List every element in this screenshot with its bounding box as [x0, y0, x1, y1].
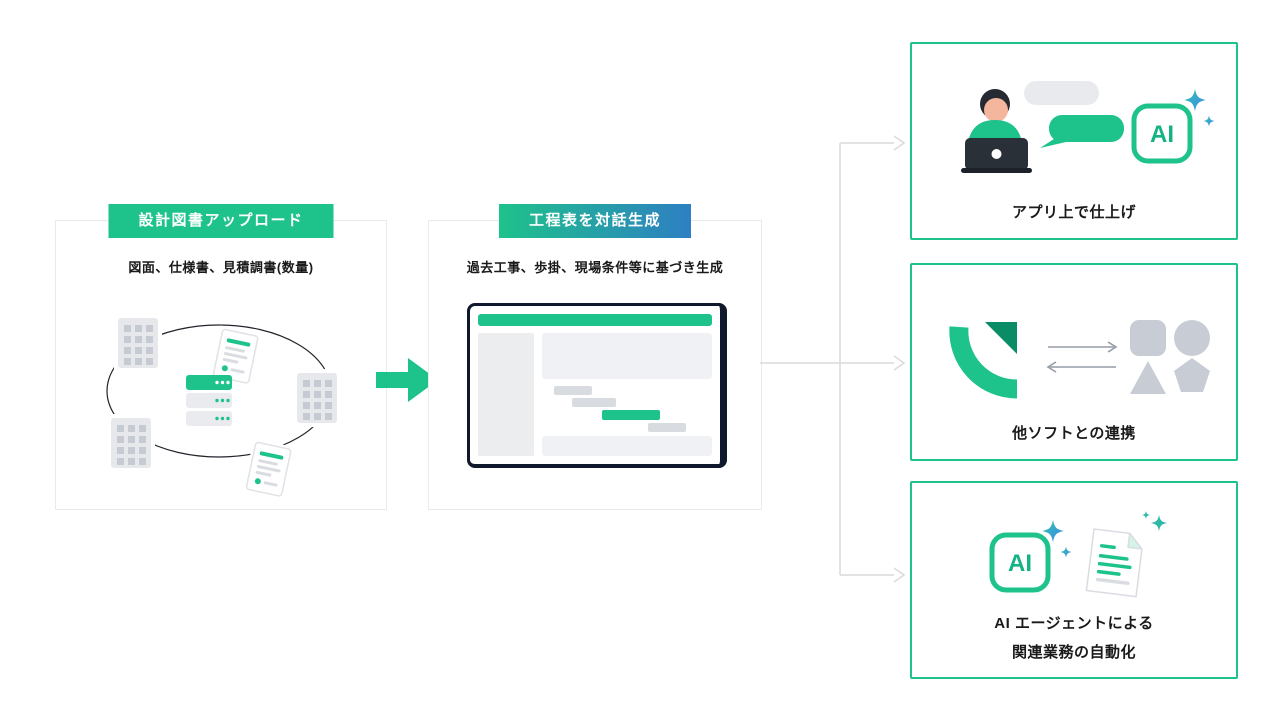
ai-badge-icon: AI [989, 532, 1051, 593]
schedule-panel: 工程表を対話生成 過去工事、歩掛、現場条件等に基づき生成 [428, 204, 762, 510]
document-icon [241, 437, 296, 501]
ai-badge-text: AI [1008, 550, 1032, 577]
gantt-window-illustration [467, 303, 727, 468]
automation-label-line2: 関連業務の自動化 [1011, 643, 1136, 661]
gantt-sidebar [478, 333, 534, 456]
connector-arrowhead-icon [893, 135, 906, 151]
gantt-row-band [542, 436, 712, 456]
integration-box: 他ソフトとの連携 [910, 263, 1238, 461]
sparkle-icon [1151, 515, 1167, 531]
app-logo-icon [949, 322, 1018, 399]
gantt-bar [572, 398, 616, 407]
connector-arrowhead-icon [893, 355, 906, 371]
automation-box: AI AI エージェントによる 関連業務の自動化 [910, 481, 1238, 679]
upload-panel: 設計図書アップロード 図面、仕様書、見積調書(数量) [55, 204, 387, 510]
automation-label: AI エージェントによる 関連業務の自動化 [912, 610, 1236, 667]
schedule-panel-title: 工程表を対話生成 [498, 204, 692, 238]
sparkle-icon [1060, 546, 1072, 558]
chat-bubble-gray-icon [1024, 81, 1099, 105]
integration-label: 他ソフトとの連携 [1012, 425, 1136, 442]
sync-arrows-icon [1046, 341, 1118, 373]
person-chat-ai-illustration: AI [961, 81, 1215, 173]
building-icon [293, 369, 341, 427]
flow-arrow-icon [376, 358, 438, 402]
sparkle-icon [1142, 511, 1150, 519]
building-icon [114, 314, 162, 372]
automation-label-line1: AI エージェントによる [994, 615, 1154, 632]
document-icon [1085, 528, 1143, 598]
finish-in-app-label: アプリ上で仕上げ [1011, 204, 1136, 221]
gantt-bar-active [602, 410, 660, 420]
upload-panel-subtitle: 図面、仕様書、見積調書(数量) [128, 260, 314, 275]
building-icon [107, 414, 155, 472]
finish-in-app-box: AI アプリ上で仕上げ [910, 42, 1238, 240]
card-stack-icon [186, 375, 232, 426]
software-shapes-icon [1130, 320, 1210, 394]
gantt-header-bar [478, 314, 712, 326]
ai-badge-text: AI [1150, 121, 1174, 148]
ai-badge-icon: AI [1131, 103, 1193, 164]
person-at-laptop-icon [961, 89, 1032, 173]
integration-illustration [949, 320, 1210, 399]
connector-arrowhead-icon [893, 567, 906, 583]
sparkle-icon [1184, 89, 1206, 111]
schedule-panel-subtitle: 過去工事、歩掛、現場条件等に基づき生成 [466, 260, 724, 275]
gantt-bar [648, 423, 686, 432]
gantt-bar [554, 386, 592, 395]
gantt-row-band [542, 333, 712, 379]
upload-panel-title: 設計図書アップロード [108, 204, 334, 238]
sparkle-icon [1203, 115, 1215, 127]
chat-bubble-green-icon [1040, 115, 1124, 148]
branch-connectors [760, 135, 906, 583]
ai-agent-illustration: AI [989, 511, 1167, 598]
documents-network-illustration [106, 314, 341, 501]
